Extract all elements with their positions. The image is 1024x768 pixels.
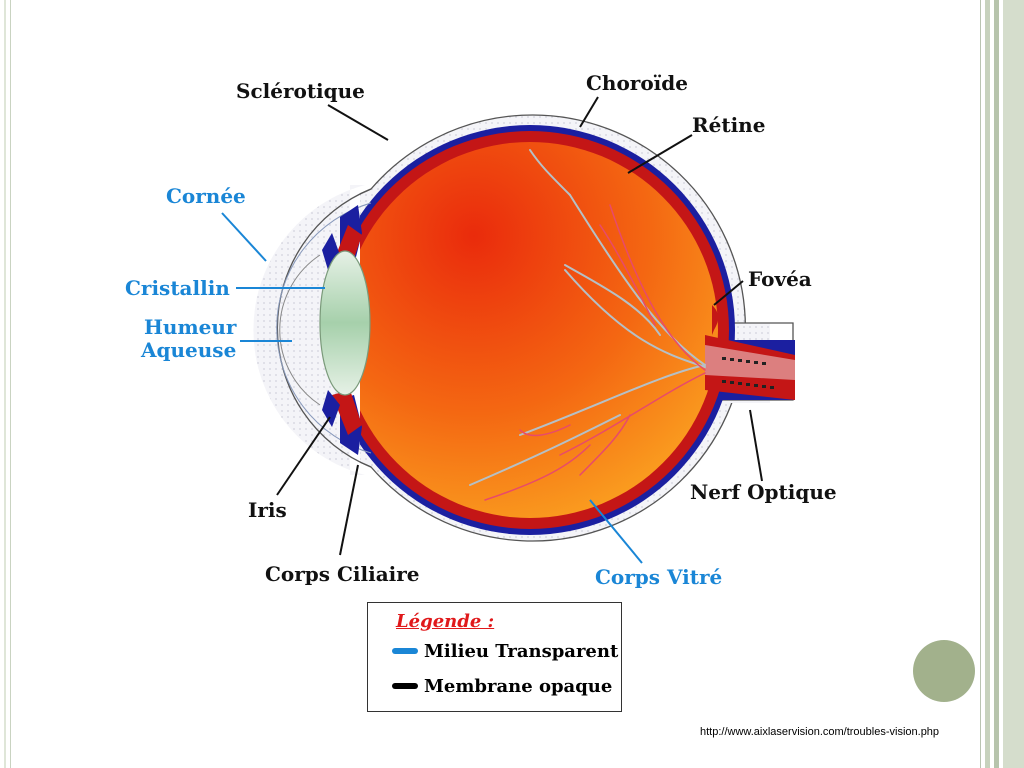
label-corps-ciliaire: Corps Ciliaire [265,562,420,586]
leader-lines [221,96,763,564]
label-choroide: Choroïde [586,71,688,95]
lens-shape [319,250,371,396]
legend-swatch-black [392,683,418,689]
label-retine: Rétine [692,113,765,137]
legend-label: Milieu Transparent [424,640,619,662]
iris-shape [322,233,340,427]
decorative-circle [913,640,975,702]
label-humeur: Humeur [144,315,237,339]
legend-item-opaque: Membrane opaque [392,675,612,697]
label-sclerotique: Sclérotique [236,79,365,103]
legend-item-transparent: Milieu Transparent [392,640,618,662]
label-iris: Iris [248,498,287,522]
label-corps-vitre: Corps Vitré [595,565,722,589]
source-link[interactable]: http://www.aixlaservision.com/troubles-v… [700,726,940,738]
legend-title: Légende : [396,611,495,632]
label-cornee: Cornée [166,184,246,208]
legend-box: Légende : Milieu Transparent Membrane op… [367,602,622,712]
vitreous-body [342,142,718,518]
eye-diagram: Sclérotique Choroïde Rétine Cornée Crist… [125,71,837,589]
decorative-stripes [981,0,1024,768]
label-aqueuse: Aqueuse [140,338,236,362]
blood-vessels [469,149,706,501]
slide-right-edge [980,0,981,768]
label-cristallin: Cristallin [125,276,230,300]
optic-nerve [705,305,795,400]
legend-label: Membrane opaque [424,675,613,697]
label-nerf-optique: Nerf Optique [690,480,837,504]
slide-left-frame [0,0,11,768]
label-fovea: Fovéa [748,267,812,291]
legend-swatch-blue [392,648,418,654]
